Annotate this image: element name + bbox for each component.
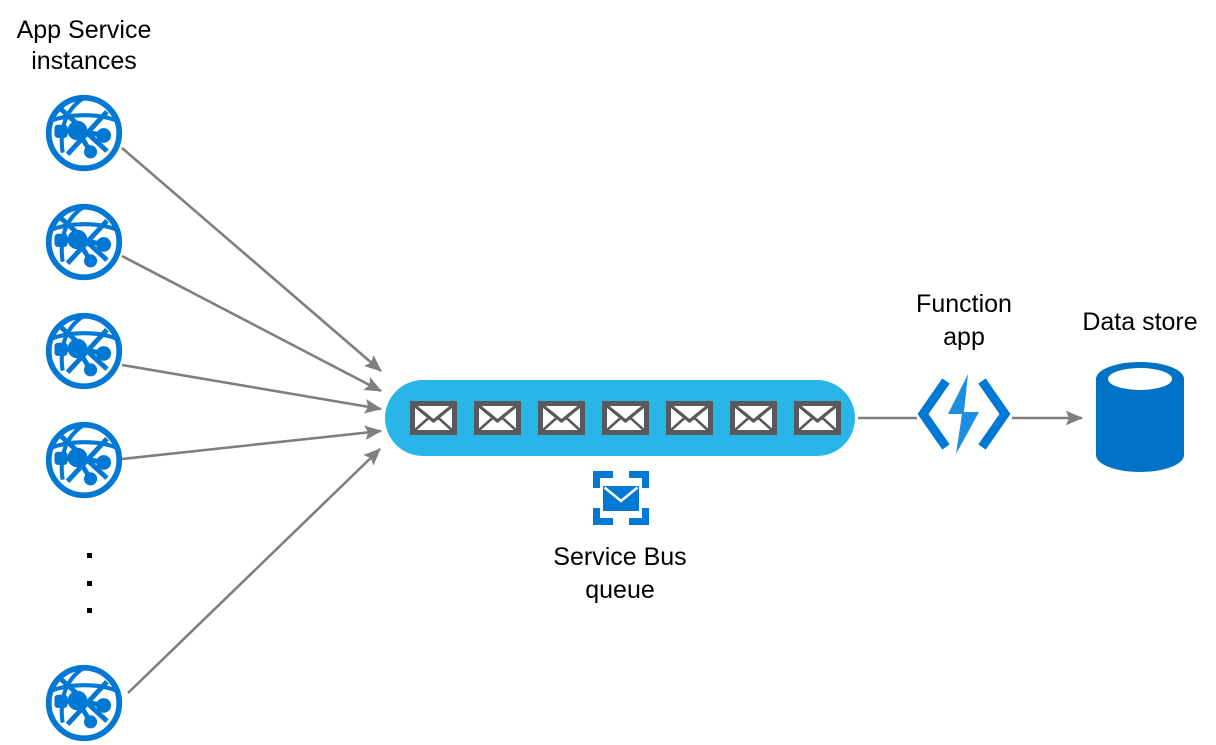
connector-instance-2-to-queue xyxy=(121,254,382,393)
app-service-globe-icon[interactable] xyxy=(49,316,120,387)
label-app-service-instances: App Service instances xyxy=(17,16,152,75)
connector-group xyxy=(121,147,1084,694)
app-service-label-line2: instances xyxy=(31,47,137,75)
connector-instance-5-to-queue xyxy=(127,448,381,694)
app-service-globe-icon[interactable] xyxy=(49,207,120,278)
connector-instance-1-to-queue xyxy=(121,147,382,372)
service-bus-label-line2: queue xyxy=(585,576,655,604)
service-bus-icon[interactable] xyxy=(591,469,651,527)
queue-message-envelope-icon[interactable] xyxy=(733,404,775,433)
instances-ellipsis xyxy=(87,553,92,613)
function-app-label-line2: app xyxy=(943,323,985,351)
label-function-app: Function app xyxy=(916,290,1012,351)
app-service-globe-icon[interactable] xyxy=(49,425,120,496)
label-service-bus-queue: Service Bus queue xyxy=(553,543,686,604)
queue-messages xyxy=(413,404,839,433)
database-cylinder-icon[interactable] xyxy=(1096,362,1184,472)
azure-function-lightning-icon[interactable] xyxy=(923,374,1005,454)
ellipsis-dot xyxy=(87,581,92,586)
queue-message-envelope-icon[interactable] xyxy=(605,404,647,433)
service-bus-queue-node[interactable] xyxy=(385,380,855,456)
queue-message-envelope-icon[interactable] xyxy=(797,404,839,433)
connector-instance-3-to-queue xyxy=(121,363,383,414)
ellipsis-dot xyxy=(87,553,92,558)
queue-message-envelope-icon[interactable] xyxy=(541,404,583,433)
function-app-label-line1: Function xyxy=(916,290,1012,318)
connector-instance-4-to-queue xyxy=(121,425,383,461)
app-service-label-line1: App Service xyxy=(17,16,152,44)
ellipsis-dot xyxy=(87,608,92,613)
queue-message-envelope-icon[interactable] xyxy=(669,404,711,433)
app-service-globe-icon[interactable] xyxy=(49,98,120,169)
app-service-globe-icon[interactable] xyxy=(49,668,120,739)
data-store-label: Data store xyxy=(1082,308,1197,336)
app-service-instance-group xyxy=(49,98,120,739)
queue-message-envelope-icon[interactable] xyxy=(413,404,455,433)
queue-message-envelope-icon[interactable] xyxy=(477,404,519,433)
service-bus-label-line1: Service Bus xyxy=(553,543,686,571)
